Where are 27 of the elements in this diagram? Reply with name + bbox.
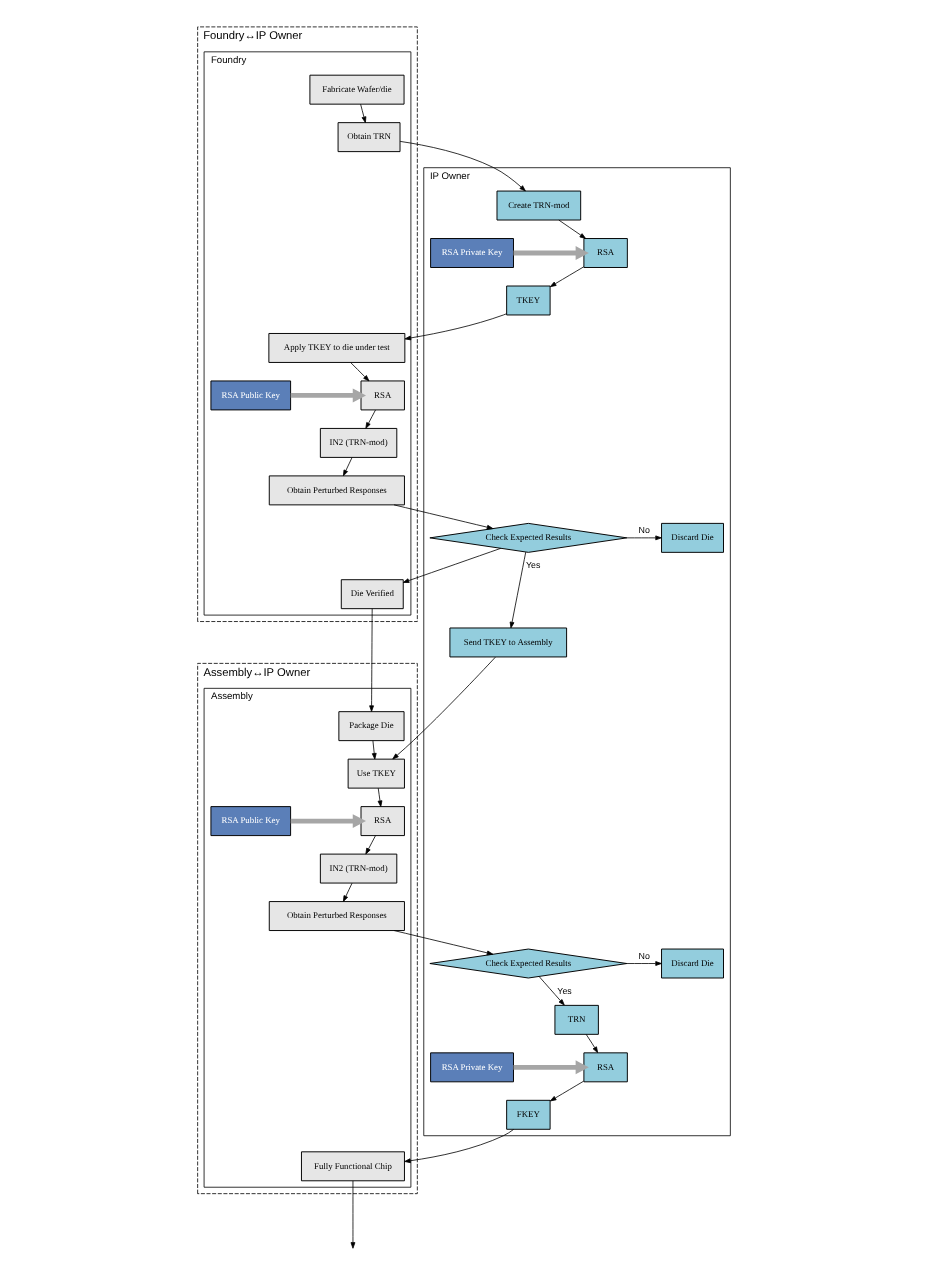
arrow (368, 608, 373, 712)
arrow (557, 219, 585, 239)
arrow (289, 814, 365, 829)
arrow (584, 1034, 598, 1053)
arrow (391, 656, 495, 760)
arrow (349, 362, 369, 382)
arrow (401, 547, 501, 583)
arrow (512, 1060, 588, 1075)
arrow (537, 976, 564, 1006)
arrow (342, 882, 352, 902)
arrow (625, 535, 661, 541)
arrow (364, 835, 375, 855)
arrow (625, 961, 661, 966)
arrow (512, 246, 588, 260)
arrow (548, 1080, 584, 1102)
arrow (289, 388, 365, 403)
arrow (392, 930, 493, 956)
arrow (398, 141, 525, 192)
arrow (342, 457, 352, 477)
arrow (364, 409, 375, 429)
arrow (370, 740, 376, 760)
arrow (359, 103, 366, 123)
arrow (376, 787, 382, 807)
arrow (508, 551, 526, 629)
arrow (548, 266, 584, 288)
arrow (403, 1129, 513, 1164)
arrow (403, 313, 506, 341)
